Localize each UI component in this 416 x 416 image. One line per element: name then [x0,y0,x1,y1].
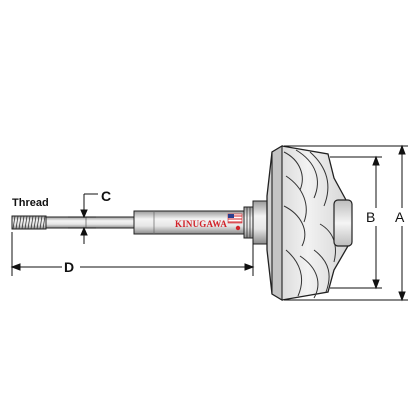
dimension-a [284,144,408,302]
dimension-d [10,232,255,276]
thread-lines [12,215,46,230]
dimension-b [330,155,382,290]
thread-label: Thread [12,197,49,209]
brand-name: KINUGAWA [175,219,227,229]
dimension-d-label: D [64,259,74,275]
kinugawa-logo: KINUGAWA [175,213,243,231]
thin-shaft [45,216,135,229]
dimension-c [68,193,98,244]
turbine-wheel [266,145,353,301]
shaft-collar [243,200,268,245]
dimension-a-label: A [395,209,405,225]
dimension-c-label: C [101,188,111,204]
dimension-b-label: B [366,209,375,225]
thread-section [11,215,47,230]
flag-icon [227,213,243,231]
